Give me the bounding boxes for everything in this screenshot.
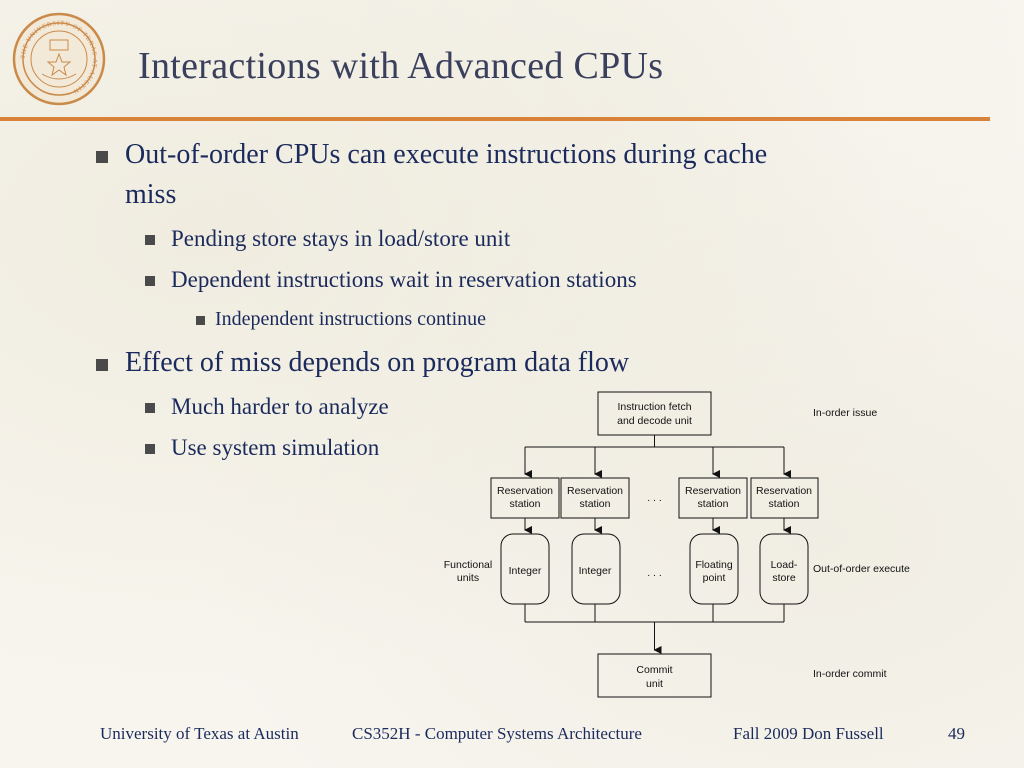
- reservation-station-label: Reservation: [685, 485, 741, 497]
- reservation-station-label: Reservation: [567, 485, 623, 497]
- unit-label: Integer: [579, 565, 612, 577]
- ellipsis-label: . . .: [647, 492, 662, 504]
- reservation-station-label: station: [769, 498, 800, 510]
- unit-label: Floating: [695, 559, 733, 571]
- slide-footer: University of Texas at Austin CS352H - C…: [0, 724, 1024, 748]
- unit-label: store: [772, 572, 796, 584]
- in-order-issue-label: In-order issue: [813, 407, 877, 419]
- bullet-square-icon: [145, 276, 155, 286]
- bullet-square-icon: [96, 359, 108, 371]
- bullet-square-icon: [145, 403, 155, 413]
- functional-units-label: Functional: [444, 559, 492, 571]
- unit-label: Integer: [509, 565, 542, 577]
- page-number: 49: [948, 724, 965, 743]
- bullet-text: Effect of miss depends on program data f…: [125, 347, 630, 378]
- bullet-text: Use system simulation: [171, 435, 380, 460]
- bullet-text: Much harder to analyze: [171, 394, 389, 419]
- unit-label: Load-: [771, 559, 798, 571]
- bullet-square-icon: [145, 235, 155, 245]
- out-of-order-execute-label: Out-of-order execute: [813, 563, 910, 575]
- reservation-station-label: station: [510, 498, 541, 510]
- reservation-station-label: station: [580, 498, 611, 510]
- commit-unit-label: unit: [646, 678, 663, 690]
- university-seal-logo: THE UNIVERSITY OF TEXAS AT AUSTIN: [12, 12, 106, 106]
- in-order-commit-label: In-order commit: [813, 668, 887, 680]
- footer-institution: University of Texas at Austin: [100, 724, 299, 743]
- fetch-unit-label: Instruction fetch: [617, 401, 691, 413]
- reservation-station-label: station: [698, 498, 729, 510]
- bullet-square-icon: [96, 151, 108, 163]
- bullet-text-continuation: miss: [125, 179, 177, 210]
- slide-title: Interactions with Advanced CPUs: [138, 45, 664, 87]
- commit-unit-box: [597, 653, 712, 698]
- commit-unit-label: Commit: [636, 664, 672, 676]
- bullet-text: Dependent instructions wait in reservati…: [171, 267, 637, 292]
- floating-point-unit-box: [689, 533, 739, 605]
- integer-unit-box: [571, 533, 621, 605]
- reservation-station-label: Reservation: [756, 485, 812, 497]
- fetch-unit-label: and decode unit: [617, 415, 692, 427]
- fetch-decode-box: [597, 391, 712, 436]
- footer-term: Fall 2009 Don Fussell: [733, 724, 884, 743]
- footer-course: CS352H - Computer Systems Architecture: [352, 724, 642, 743]
- functional-units-label: units: [457, 572, 479, 584]
- bullet-text: Pending store stays in load/store unit: [171, 226, 511, 251]
- cpu-pipeline-diagram: Instruction fetch and decode unit In-ord…: [444, 391, 910, 698]
- unit-label: point: [703, 572, 726, 584]
- bullet-square-icon: [196, 316, 205, 325]
- title-divider: [0, 117, 990, 121]
- ellipsis-label: . . .: [647, 567, 662, 579]
- reservation-station-label: Reservation: [497, 485, 553, 497]
- bullet-square-icon: [145, 444, 155, 454]
- bullet-text: Independent instructions continue: [215, 308, 487, 330]
- bullet-text: Out-of-order CPUs can execute instructio…: [125, 139, 768, 170]
